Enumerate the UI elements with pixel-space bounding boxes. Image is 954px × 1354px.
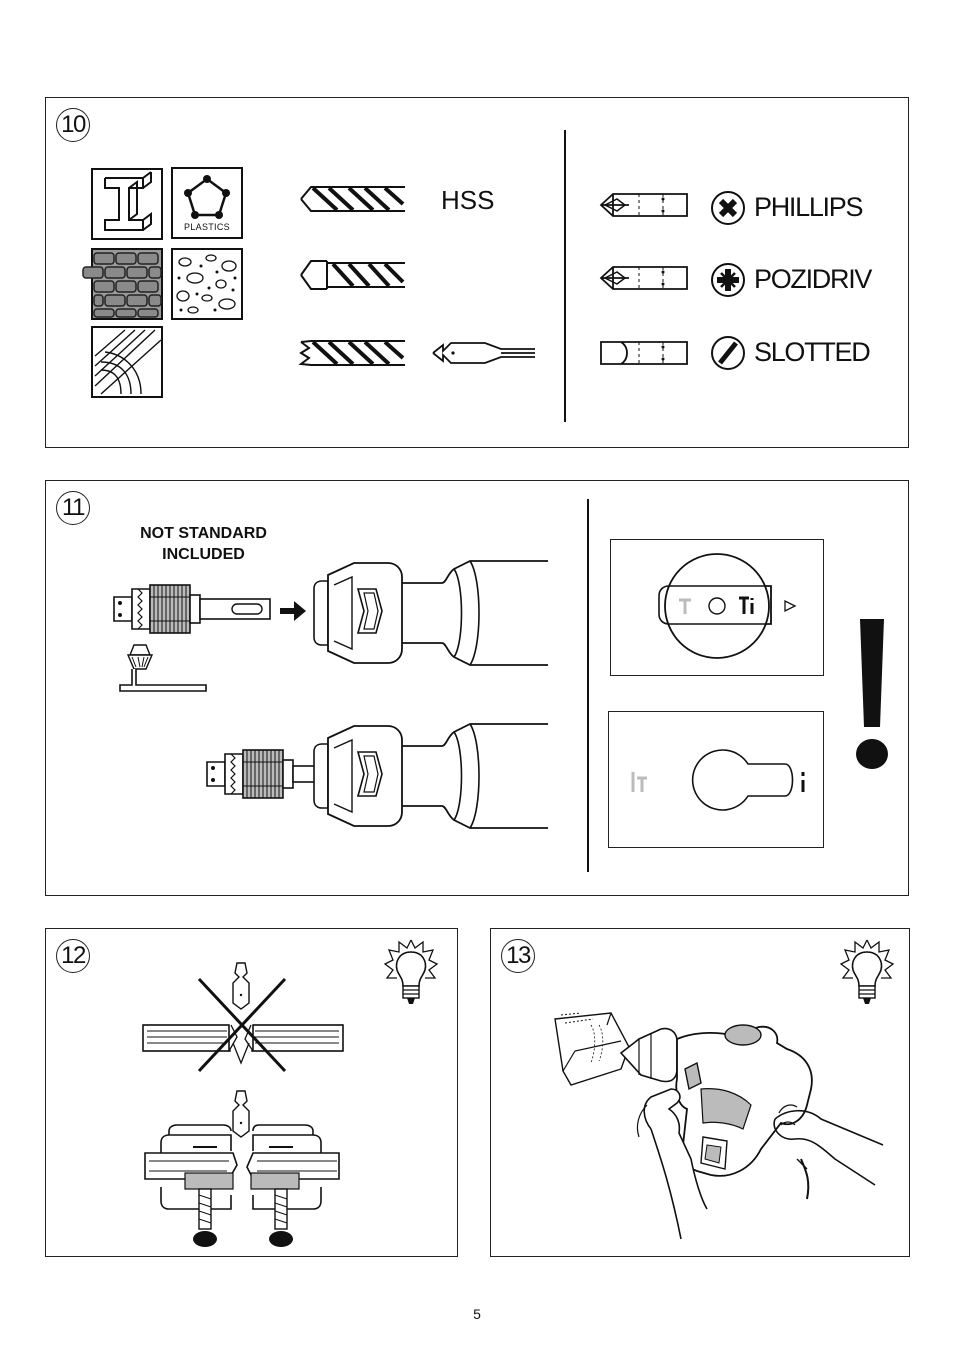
phillips-bit-icon	[599, 193, 688, 217]
panel-13: 13	[490, 928, 910, 1257]
pozidriv-icon	[711, 263, 745, 297]
steel-icon	[91, 168, 163, 240]
pozidriv-bit-icon	[599, 266, 688, 290]
slotted-label: SLOTTED	[754, 337, 871, 367]
phillips-label: PHILLIPS	[754, 192, 863, 222]
hammer-head-top	[313, 560, 548, 666]
mode-selector-keyhole-2	[631, 749, 805, 811]
lightbulb-tip-icon	[839, 939, 895, 1004]
step-number-13: 13	[501, 939, 535, 973]
warning-exclamation-icon	[856, 619, 888, 769]
correct-drilling-method	[144, 1090, 340, 1247]
wood-icon	[91, 326, 163, 398]
arrow-right-icon	[280, 601, 306, 621]
spade-bit-icon	[432, 342, 535, 364]
hss-label: HSS	[441, 185, 495, 215]
note-line-2: INCLUDED	[162, 546, 245, 563]
slotted-icon	[711, 336, 745, 370]
mode-selector-box-1	[610, 539, 824, 676]
brick-icon	[82, 248, 163, 320]
chuck-key-icon	[119, 644, 207, 692]
panel-11: 11 NOT STANDARD INCLUDED	[45, 480, 909, 896]
rotary-hammer-in-hands	[619, 1024, 884, 1240]
page-number: 5	[473, 1306, 481, 1322]
wood-drill-bit-icon	[298, 340, 405, 366]
dust-collector-bag	[554, 1012, 630, 1086]
keyed-chuck-mounted-icon	[206, 749, 328, 799]
plastics-label: PLASTICS	[184, 222, 230, 232]
not-included-note: NOT STANDARD INCLUDED	[126, 523, 281, 565]
plastics-icon	[171, 167, 243, 239]
wrong-drilling-method	[142, 962, 344, 1073]
mode-selector-box-2	[608, 711, 824, 848]
step-number-11: 11	[56, 491, 90, 525]
note-line-1: NOT STANDARD	[140, 525, 267, 542]
phillips-icon	[711, 191, 745, 225]
concrete-icon	[171, 248, 243, 320]
slotted-bit-icon	[600, 341, 688, 365]
panel-10: 10 PLASTICS	[45, 97, 909, 448]
panel-11-divider	[587, 499, 589, 872]
hss-drill-bit-icon	[300, 186, 405, 212]
step-number-12: 12	[56, 939, 90, 973]
keyed-chuck-adapter-icon	[113, 584, 271, 634]
hammer-head-bottom	[313, 723, 548, 829]
panel-10-divider	[564, 130, 566, 422]
step-number-10: 10	[56, 108, 90, 142]
lightbulb-tip-icon	[383, 939, 439, 1004]
mode-selector-knob-1	[658, 553, 797, 659]
masonry-drill-bit-icon	[300, 260, 405, 290]
pozidriv-label: POZIDRIV	[754, 264, 872, 294]
panel-12: 12	[45, 928, 458, 1257]
